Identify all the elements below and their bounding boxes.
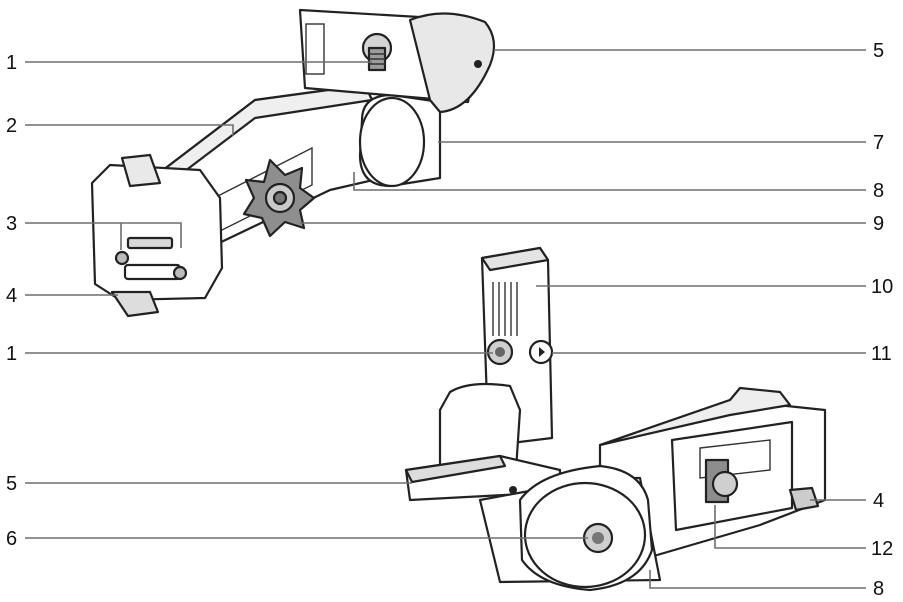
callout-9: 9 bbox=[873, 213, 884, 235]
bottom-mount-assembly bbox=[404, 246, 827, 592]
screw-hole bbox=[172, 265, 188, 281]
callout-3: 3 bbox=[6, 213, 17, 235]
callout-4-top: 4 bbox=[6, 285, 17, 307]
callout-labels: 1 2 3 4 5 7 8 9 1 5 6 10 11 4 12 8 bbox=[6, 40, 893, 600]
callout-7: 7 bbox=[873, 132, 884, 154]
callout-8-bottom: 8 bbox=[873, 578, 884, 600]
callout-5-top: 5 bbox=[873, 40, 884, 62]
screw-hole bbox=[114, 250, 130, 266]
callout-1-bottom: 1 bbox=[6, 343, 17, 365]
callout-8-top: 8 bbox=[873, 180, 884, 202]
callout-4-bottom: 4 bbox=[873, 490, 884, 512]
callout-6: 6 bbox=[6, 528, 17, 550]
leader-lines bbox=[25, 49, 866, 589]
callout-1-top: 1 bbox=[6, 52, 17, 74]
top-mount-assembly bbox=[90, 8, 496, 318]
callout-2: 2 bbox=[6, 115, 17, 137]
callout-10: 10 bbox=[871, 276, 893, 298]
callout-5-bottom: 5 bbox=[6, 473, 17, 495]
callout-11: 11 bbox=[871, 343, 892, 365]
callout-12: 12 bbox=[871, 538, 893, 560]
